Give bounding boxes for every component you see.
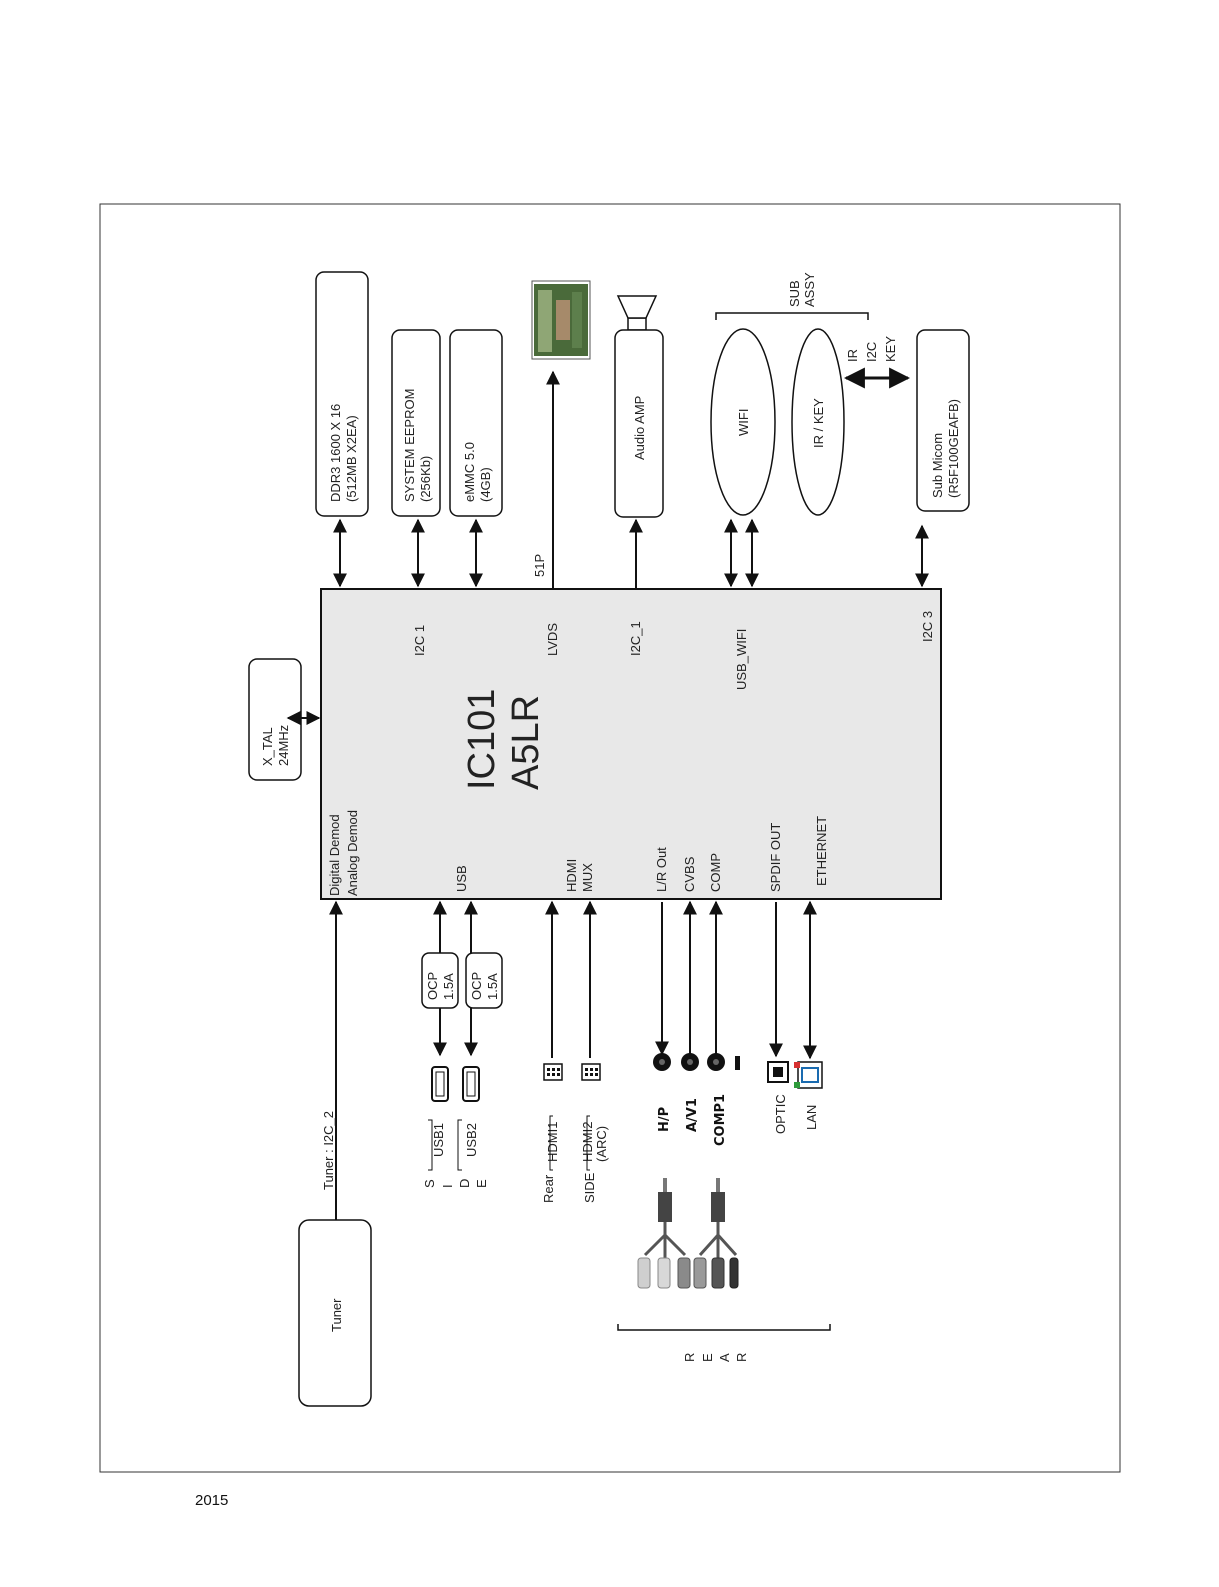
pin-mux: MUX [580,863,595,892]
rear-letter-e: E [700,1353,715,1362]
pin-analog-demod: Analog Demod [345,810,360,896]
emmc-line2: (4GB) [478,467,493,502]
audio-amp-label: Audio AMP [632,396,647,460]
rear-label: Rear [541,1174,556,1203]
ddr3-block [315,271,369,517]
audio-amp-block [614,329,664,518]
xtal-block [248,658,302,781]
i2c-label: I2C [864,342,879,362]
ocp2-line2: 1.5A [485,973,500,1000]
ir-key-label: IR / KEY [811,398,826,448]
rear-letter-r2: R [734,1353,749,1362]
sub-micom-line1: Sub Micom [930,433,945,498]
side-letter-d: D [457,1179,472,1188]
pin-lvds: LVDS [545,623,560,656]
side-bracket-right [457,1119,462,1171]
wifi-label: WIFI [736,409,751,436]
pin-ethernet: ETHERNET [814,816,829,886]
pin-i2c3: I2C 3 [920,611,935,642]
xtal-line1: X_TAL [260,727,275,766]
jack-edge-icon [735,1056,740,1070]
hp-label: H/P [657,1107,672,1132]
pin-cvbs: CVBS [682,856,697,892]
lan-port-icon [794,1061,823,1089]
sub-micom-line2: (R5F100GEAFB) [946,399,961,498]
rear-bracket [617,1324,831,1331]
hdmi-bracket-rear [549,1115,553,1171]
av1-label: A/V1 [685,1098,700,1132]
ocp1-block [421,952,459,1009]
sub-assy-line2: ASSY [802,272,817,307]
side-letter-s: S [422,1179,437,1188]
sub-assy-bracket [715,312,869,320]
chip-name-2: A5LR [505,695,547,790]
pin-usb: USB [454,865,469,892]
usb2-label: USB2 [464,1123,479,1157]
ddr3-line1: DDR3 1600 X 16 [328,404,343,502]
wifi-module [710,328,776,516]
ir-label: IR [845,349,860,362]
pin-comp: COMP [708,853,723,892]
ocp2-line1: OCP [469,972,484,1000]
sub-assy-line1: SUB [787,280,802,307]
side-bracket-left [428,1119,433,1171]
hdmi1-port-icon [543,1063,563,1081]
pin-usb-wifi: USB_WIFI [734,629,749,690]
label-51p: 51P [532,554,547,577]
lan-label: LAN [804,1105,819,1130]
emmc-line1: eMMC 5.0 [462,442,477,502]
ocp1-line2: 1.5A [441,973,456,1000]
hdmi2-port-icon [581,1063,601,1081]
speaker-icon [616,295,658,331]
side-letter-i: I [440,1184,455,1188]
hdmi-bracket-side [586,1115,590,1171]
pin-i2c-1: I2C_1 [628,621,643,656]
ddr3-line2: (512MB X2EA) [344,415,359,502]
hdmi1-label: HDMI1 [545,1122,560,1162]
ocp1-line1: OCP [425,972,440,1000]
xtal-line2: 24MHz [276,725,291,766]
av-gender-cable-icon [637,1178,691,1289]
side-letter-e: E [474,1179,489,1188]
pin-i2c1: I2C 1 [412,625,427,656]
optic-label: OPTIC [773,1094,788,1134]
tuner-i2c-label: Tuner : I2C_2 [321,1111,336,1190]
side-label: SIDE [582,1172,597,1203]
rear-letter-r1: R [682,1353,697,1362]
chip-ic101 [320,588,942,900]
ir-key-module [791,328,845,516]
chip-name-1: IC101 [461,689,503,790]
eeprom-block [391,329,441,517]
pin-digital-demod: Digital Demod [327,814,342,896]
arc-label: (ARC) [594,1126,609,1162]
panel-image [531,280,591,360]
emmc-block [449,329,503,517]
eeprom-line1: SYSTEM EEPROM [402,389,417,502]
eeprom-line2: (256Kb) [418,456,433,502]
rear-letter-a: A [717,1353,732,1362]
ocp2-block [465,952,503,1009]
pin-lr-out: L/R Out [654,847,669,892]
key-label: KEY [883,336,898,362]
tuner-label: Tuner [329,1298,344,1332]
pin-spdif-out: SPDIF OUT [768,823,783,892]
diagram-frame [99,203,1121,1473]
usb1-label: USB1 [431,1123,446,1157]
pin-hdmi: HDMI [564,859,579,892]
sub-micom-block [916,329,970,512]
optic-port-icon [767,1061,789,1083]
page-footer-year: 2015 [195,1492,229,1509]
comp1-label: COMP1 [713,1094,728,1146]
comp-gender-cable-icon [693,1178,739,1289]
